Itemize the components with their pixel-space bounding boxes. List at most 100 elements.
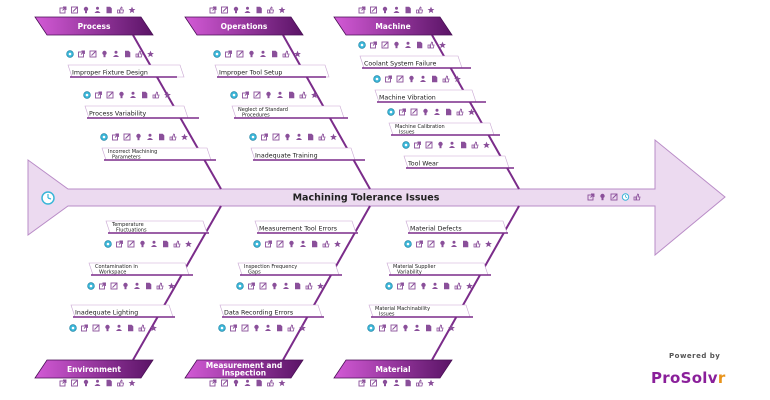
star-icon[interactable] — [466, 282, 473, 290]
star-icon[interactable] — [181, 133, 188, 141]
star-icon[interactable] — [334, 240, 341, 248]
edit-icon[interactable] — [425, 141, 433, 149]
document-icon[interactable] — [106, 6, 112, 14]
dot-icon[interactable] — [66, 50, 74, 58]
edit-icon[interactable] — [71, 379, 78, 387]
dot-icon[interactable] — [213, 50, 221, 58]
dot-icon[interactable] — [358, 41, 366, 49]
document-icon[interactable] — [461, 141, 467, 149]
person-icon[interactable] — [393, 6, 400, 13]
person-icon[interactable] — [300, 240, 306, 247]
dot-icon[interactable] — [404, 240, 412, 248]
edit-icon[interactable] — [253, 91, 261, 99]
dot-icon[interactable] — [402, 141, 410, 149]
external-link-icon[interactable] — [209, 6, 217, 14]
person-icon[interactable] — [94, 6, 101, 13]
external-link-icon[interactable] — [370, 41, 377, 49]
like-icon[interactable] — [282, 50, 290, 58]
person-icon[interactable] — [414, 324, 420, 331]
document-icon[interactable] — [405, 379, 411, 387]
like-icon[interactable] — [473, 240, 481, 248]
like-icon[interactable] — [152, 91, 160, 99]
person-icon[interactable] — [434, 108, 440, 115]
external-link-icon[interactable] — [116, 240, 123, 248]
like-icon[interactable] — [287, 324, 295, 332]
cause-item[interactable]: Material Defects — [404, 220, 508, 248]
cause-item[interactable]: Data Recording Errors — [218, 304, 324, 332]
category-header[interactable]: Machine — [333, 16, 453, 36]
person-icon[interactable] — [296, 133, 302, 140]
star-icon[interactable] — [128, 379, 136, 387]
dot-icon[interactable] — [218, 324, 226, 332]
edit-icon[interactable] — [370, 379, 377, 387]
star-icon[interactable] — [294, 50, 301, 58]
edit-icon[interactable] — [123, 133, 131, 141]
external-link-icon[interactable] — [358, 379, 366, 387]
person-icon[interactable] — [134, 282, 140, 289]
lightbulb-icon[interactable] — [140, 240, 145, 248]
lightbulb-icon[interactable] — [394, 41, 399, 49]
lightbulb-icon[interactable] — [409, 75, 414, 83]
like-icon[interactable] — [169, 133, 177, 141]
star-icon[interactable] — [317, 282, 324, 290]
like-icon[interactable] — [322, 240, 330, 248]
external-link-icon[interactable] — [81, 324, 88, 332]
external-link-icon[interactable] — [225, 50, 232, 58]
dot-icon[interactable] — [100, 133, 108, 141]
person-icon[interactable] — [260, 50, 266, 57]
cause-item[interactable]: Inadequate Training — [249, 133, 365, 161]
star-icon[interactable] — [150, 324, 157, 332]
star-icon[interactable] — [427, 379, 435, 387]
like-icon[interactable] — [299, 91, 307, 99]
lightbulb-icon[interactable] — [249, 50, 254, 58]
cause-item[interactable]: Machine Vibration — [373, 75, 486, 103]
external-link-icon[interactable] — [397, 282, 404, 290]
lightbulb-icon[interactable] — [382, 6, 388, 14]
lightbulb-icon[interactable] — [83, 379, 89, 387]
person-icon[interactable] — [151, 240, 157, 247]
lightbulb-icon[interactable] — [600, 193, 605, 201]
cause-item[interactable]: Improper Fixture Design — [66, 50, 185, 78]
document-icon[interactable] — [405, 6, 411, 14]
like-icon[interactable] — [305, 282, 313, 290]
edit-icon[interactable] — [272, 133, 280, 141]
like-icon[interactable] — [173, 240, 181, 248]
edit-icon[interactable] — [106, 91, 114, 99]
person-icon[interactable] — [244, 379, 251, 386]
dot-icon[interactable] — [236, 282, 244, 290]
document-icon[interactable] — [256, 6, 262, 14]
external-link-icon[interactable] — [59, 379, 67, 387]
star-icon[interactable] — [311, 91, 318, 99]
lightbulb-icon[interactable] — [438, 141, 443, 149]
person-icon[interactable] — [113, 50, 119, 57]
like-icon[interactable] — [436, 324, 444, 332]
external-link-icon[interactable] — [587, 193, 595, 201]
lightbulb-icon[interactable] — [83, 6, 89, 14]
external-link-icon[interactable] — [416, 240, 423, 248]
lightbulb-icon[interactable] — [423, 108, 428, 116]
document-icon[interactable] — [308, 133, 314, 141]
star-icon[interactable] — [483, 141, 490, 149]
lightbulb-icon[interactable] — [285, 133, 290, 141]
dot-icon[interactable] — [387, 108, 395, 116]
edit-icon[interactable] — [390, 324, 398, 332]
person-icon[interactable] — [116, 324, 122, 331]
prosolvr-logo[interactable]: ProSolvr — [651, 369, 726, 387]
external-link-icon[interactable] — [414, 141, 421, 149]
like-icon[interactable] — [442, 75, 450, 83]
lightbulb-icon[interactable] — [382, 379, 388, 387]
category-header[interactable]: Material — [333, 359, 453, 379]
document-icon[interactable] — [446, 108, 452, 116]
star-icon[interactable] — [164, 91, 171, 99]
edit-icon[interactable] — [427, 240, 435, 248]
like-icon[interactable] — [318, 133, 326, 141]
document-icon[interactable] — [444, 282, 450, 290]
clock-icon[interactable] — [621, 193, 630, 201]
person-icon[interactable] — [393, 379, 400, 386]
